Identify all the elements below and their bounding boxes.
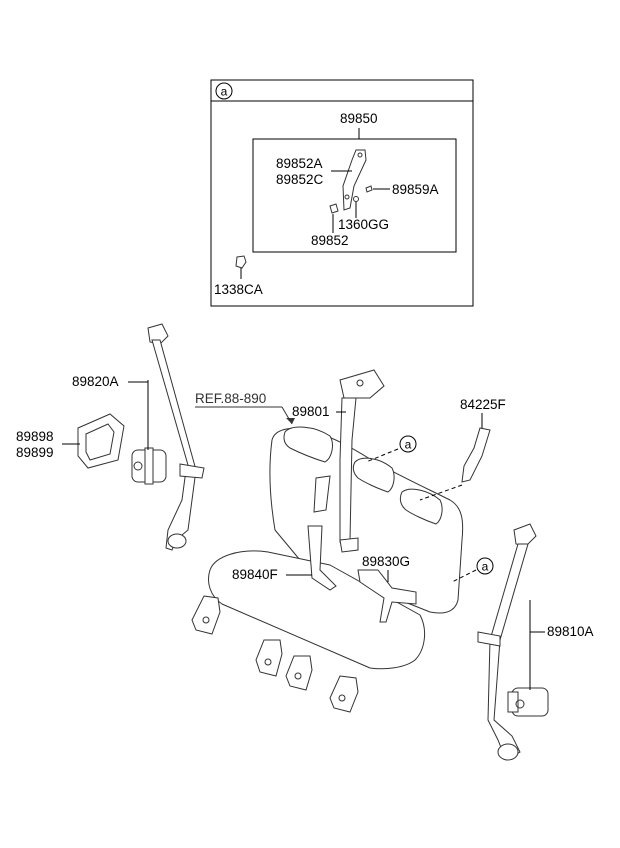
label-89830G: 89830G	[362, 554, 410, 569]
label-89852A: 89852A	[276, 156, 323, 171]
callout-a-lower: a	[482, 560, 489, 574]
bracket-84225F-drawing	[461, 427, 491, 483]
label-89801: 89801	[292, 404, 330, 419]
label-89840F: 89840F	[232, 567, 278, 582]
label-1338CA: 1338CA	[214, 282, 263, 297]
label-ref: REF.88-890	[195, 391, 266, 406]
buckle-89840F-drawing	[307, 525, 337, 591]
label-89852: 89852	[311, 233, 349, 248]
right-outer-belt-drawing	[477, 523, 549, 761]
callout-a-lower-circle	[476, 557, 494, 575]
label-89852C: 89852C	[276, 172, 324, 187]
label-84225F: 84225F	[460, 397, 506, 412]
detail-box-title: 89850	[340, 111, 378, 126]
label-89899: 89899	[16, 445, 54, 460]
label-89810A: 89810A	[547, 624, 594, 639]
nut-1338CA-drawing	[235, 255, 247, 269]
detail-box: a 89850 89852A 89852C 89859A 1360GG 8985…	[210, 79, 474, 307]
label-1360GG: 1360GG	[338, 217, 389, 232]
detail-box-marker: a	[221, 85, 228, 99]
callout-a-upper: a	[405, 438, 412, 452]
center-belt-drawing	[313, 369, 385, 553]
label-89820A: 89820A	[72, 374, 119, 389]
buckle-89830G-drawing	[357, 569, 417, 623]
label-89859A: 89859A	[392, 182, 439, 197]
anchor-bracket-drawing	[329, 149, 373, 214]
label-89898: 89898	[16, 429, 54, 444]
left-outer-belt-drawing	[131, 323, 205, 551]
detail-box-marker-circle	[215, 82, 233, 100]
callout-a-upper-circle	[399, 435, 417, 453]
